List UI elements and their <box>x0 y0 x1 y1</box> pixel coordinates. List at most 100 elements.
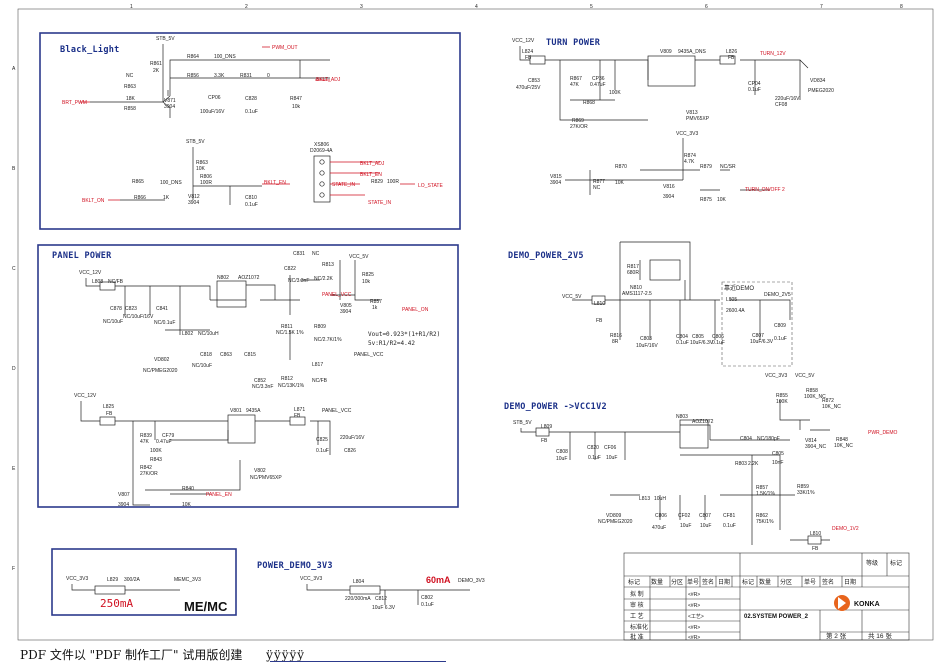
tb-hdr-3: 单号 <box>687 578 699 586</box>
d1-10uf2: 10uF <box>700 523 711 529</box>
border-col-5: 5 <box>590 4 593 10</box>
tb-hdr-8: 分区 <box>780 578 792 586</box>
demo-3v3-title: POWER_DEMO_3V3 <box>257 561 333 571</box>
bl-0: 0 <box>267 73 270 79</box>
ic-n803 <box>679 419 709 449</box>
d5-c807: C807 <box>752 333 764 339</box>
d1-c807: C807 <box>699 513 711 519</box>
black-light-title: Black_Light <box>60 44 120 55</box>
d1-10u: 10uF <box>556 456 567 462</box>
tp-nc: NC <box>593 185 601 191</box>
tp-cp04: CP04 <box>748 81 761 87</box>
tb-hdr-4: 签名 <box>702 578 714 586</box>
title-block: 等级 标记 标记 数量 分区 单号 签名 日期 标记 数量 分区 单号 签名 日… <box>623 552 910 641</box>
bl-r865: R865 <box>132 179 144 185</box>
bl-c810: C810 <box>245 195 257 201</box>
bl-r856: R856 <box>187 73 199 79</box>
pp-net-panel-vcc-3: PANEL_VCC <box>322 408 352 414</box>
tb-page: 第 2 张 <box>826 631 847 640</box>
d1-33k: 33K/1% <box>797 490 815 496</box>
bl-100dns2: 100_DNS <box>160 180 182 186</box>
pp-nc10: NC/10uF <box>103 319 123 325</box>
d1-r848: R848 <box>836 437 848 443</box>
d3-01: 0.1uF <box>421 602 434 608</box>
tp-ncsr: NC/SR <box>720 164 736 170</box>
bl-d2069: D2069-4A <box>310 148 333 154</box>
tb-role-val-4: <#R> <box>688 635 700 641</box>
tb-hdr-2: 分区 <box>671 578 683 586</box>
net-state-in-2: STATE_IN <box>368 200 392 206</box>
tb-role-4: 批 准 <box>630 633 644 641</box>
d1-l809: L809 <box>541 424 552 430</box>
tp-v816: V816 <box>663 184 675 190</box>
tp-v815: V815 <box>550 174 562 180</box>
bl-r861: R861 <box>150 61 162 67</box>
title-block-frame <box>623 552 910 641</box>
tb-mark: 标记 <box>890 559 902 567</box>
d1-100knc: 100K_NC <box>804 394 826 400</box>
net-pwm-out: PWM_OUT <box>272 45 298 51</box>
pp-net-vcc12v-2: VCC_12V <box>74 393 97 399</box>
tb-hdr-9: 单号 <box>804 578 816 586</box>
border-row-e: E <box>12 466 16 472</box>
section-turn-power: TURN POWER VCC_12V L824 FB C853 470uF/25… <box>512 38 834 203</box>
d1-c806: C806 <box>655 513 667 519</box>
tp-cf08: CF08 <box>775 102 787 108</box>
bl-nc: NC <box>126 73 134 79</box>
net-stb5v-1: STB_5V <box>156 36 175 42</box>
pp-r842: R842 <box>140 465 152 471</box>
tp-01: 0.1uF <box>748 87 761 93</box>
pp-nc10v: NC/10uF/16V <box>123 314 154 320</box>
d3-220: 220/300mA <box>345 596 371 602</box>
bl-10k: 10k <box>292 104 301 110</box>
d1-cf06: CF06 <box>604 445 616 451</box>
d1-10uh: 10uH <box>654 496 666 502</box>
tp-470: 470uF/25V <box>516 85 541 91</box>
pp-ncfb: NC/FB <box>108 279 124 285</box>
tp-pmv: PMV65XP <box>686 116 710 122</box>
border-row-a: A <box>12 66 16 72</box>
pdf-footer: PDF 文件以 "PDF 制作工厂" 试用版创建 ÿÿÿÿÿ <box>20 646 305 663</box>
bl-r806: R806 <box>200 174 212 180</box>
pp-r813: R813 <box>322 262 334 268</box>
pp-n802: N802 <box>217 275 229 281</box>
pp-nc15: NC/1.5K 1% <box>276 330 304 336</box>
pp-formula: Vout=0.923*(1+R1/R2) <box>368 331 440 338</box>
tb-hdr-6: 标记 <box>742 578 754 586</box>
bl-18k: 18K <box>126 96 136 102</box>
net-bklt-en-2: BKLT_EN <box>360 172 382 178</box>
border-col-7: 7 <box>820 4 823 10</box>
d1-15k: 1.5K/1% <box>756 491 775 497</box>
demo-near-box <box>721 281 793 367</box>
tb-hdr-10: 签名 <box>822 578 834 586</box>
d1-cf02: CF02 <box>678 513 690 519</box>
tp-27k: 27K/OR <box>570 124 588 130</box>
d1-vd809: VD809 <box>606 513 622 519</box>
tp-net-vcc3v3: VCC_3V3 <box>676 131 698 137</box>
d1-01b: 0.1uF <box>723 523 736 529</box>
bl-r863: R863 <box>124 84 136 90</box>
d1-22k: 2.2K <box>748 461 759 467</box>
tp-v809: V809 <box>660 49 672 55</box>
tp-100k: 100K <box>609 90 621 96</box>
tp-fb: FB <box>525 55 532 61</box>
border-col-1: 1 <box>130 4 133 10</box>
panel-power-title: PANEL POWER <box>52 251 112 261</box>
bl-3904b: 3904 <box>188 200 199 206</box>
black-light-frame <box>39 32 461 230</box>
d1-r872: R872 <box>822 398 834 404</box>
border-row-c: C <box>12 266 16 272</box>
panel-power-frame <box>37 244 459 508</box>
d1-r862: R862 <box>756 513 768 519</box>
pp-r840: R840 <box>182 486 194 492</box>
d5-2600: 2600.4A <box>726 308 745 314</box>
tp-10k: 10K <box>615 180 625 186</box>
tb-role-2: 工 艺 <box>630 612 644 620</box>
d5-8r: 8R <box>612 339 619 345</box>
tb-role-val-0: <#R> <box>688 592 700 598</box>
bl-01uf: 0.1uF <box>245 109 258 115</box>
tp-net-vcc12v: VCC_12V <box>512 38 535 44</box>
pp-nc22: NC/2.2K <box>314 276 334 282</box>
bl-r847: R847 <box>290 96 302 102</box>
d1-10knc: 10K_NC <box>822 404 841 410</box>
